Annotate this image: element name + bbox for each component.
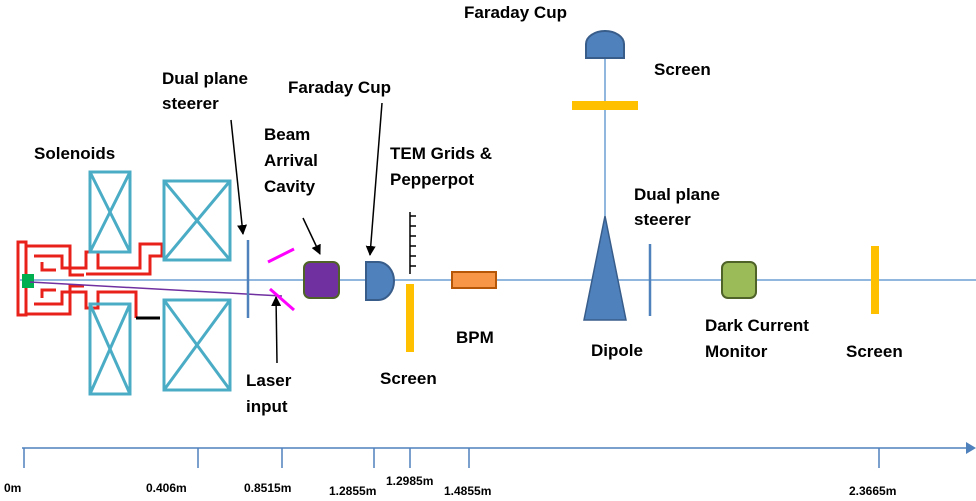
label-cavity-line3: Cavity (264, 177, 316, 196)
label-steerer-1-line1: Dual plane (162, 69, 248, 88)
label-cavity-line2: Arrival (264, 151, 318, 170)
distance-axis-arrowhead (966, 442, 976, 454)
label-bpm: BPM (456, 328, 494, 347)
faraday-cup-1 (365, 261, 395, 301)
mirror-upper (267, 247, 295, 264)
solenoid-upper-right (162, 179, 232, 262)
label-solenoids: Solenoids (34, 144, 115, 163)
label-steerer-1-line2: steerer (162, 94, 219, 113)
label-dipole: Dipole (591, 341, 643, 360)
screen-lower (406, 284, 414, 352)
beam-arrival-cavity (303, 261, 340, 299)
label-dark-current-line1: Dark Current (705, 316, 809, 335)
distance-axis-ticks (23, 448, 880, 468)
faraday-cup-2 (585, 30, 625, 59)
tick-label-6: 2.3665m (849, 484, 896, 498)
arrow-laser-input (271, 296, 282, 364)
tick-label-1: 0.406m (146, 481, 187, 495)
label-cavity-line1: Beam (264, 125, 310, 144)
screen-top (572, 101, 638, 110)
label-faraday-cup-2: Faraday Cup (464, 3, 567, 22)
dark-current-monitor (721, 261, 757, 299)
label-steerer-2-line2: steerer (634, 210, 691, 229)
tick-label-4: 1.2985m (386, 474, 433, 488)
label-screen-lower: Screen (380, 369, 437, 388)
label-tem-grids-line1: TEM Grids & (390, 144, 492, 163)
label-laser-line2: input (246, 397, 288, 416)
tick-label-2: 0.8515m (244, 481, 291, 495)
laser-beam-line (29, 281, 283, 297)
label-screen-right: Screen (846, 342, 903, 361)
arrow-steerer-1 (230, 119, 248, 235)
cathode (22, 274, 34, 288)
tick-label-3: 1.2855m (329, 484, 376, 498)
solenoid-lower-right (162, 298, 232, 392)
label-laser-line1: Laser (246, 371, 292, 390)
label-tem-grids-line2: Pepperpot (390, 170, 474, 189)
mirror-lower (269, 287, 295, 312)
tick-label-0: 0m (4, 481, 21, 495)
label-steerer-2-line1: Dual plane (634, 185, 720, 204)
screen-right (871, 246, 879, 314)
label-dark-current-line2: Monitor (705, 342, 768, 361)
label-faraday-cup-1: Faraday Cup (288, 78, 391, 97)
label-screen-top: Screen (654, 60, 711, 79)
arrow-cavity (302, 217, 321, 255)
solenoid-lower-left (88, 302, 132, 396)
tick-label-5: 1.4855m (444, 484, 491, 498)
solenoid-upper-left (88, 170, 132, 254)
electron-gun (16, 240, 164, 318)
tem-grids-ladder (409, 212, 416, 274)
dipole (583, 215, 627, 321)
arrow-faraday-cup-1 (365, 102, 383, 256)
bpm (451, 271, 497, 289)
